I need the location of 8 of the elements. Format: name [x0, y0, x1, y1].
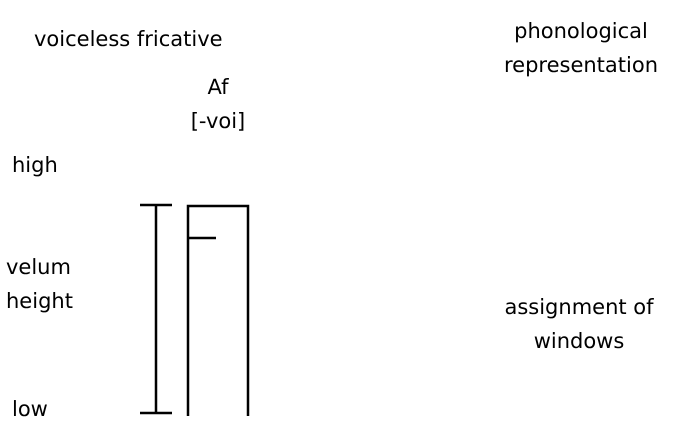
label-text: assignment of windows — [503, 294, 655, 355]
label-text: high — [12, 152, 59, 179]
label-text: low — [12, 396, 49, 423]
label-text: phonological representation — [502, 18, 659, 79]
node-heading: [-voi] — [190, 108, 246, 135]
node-heading: Af — [206, 74, 230, 101]
diagram-title: voiceless fricative — [34, 26, 223, 53]
label-text: velum height — [6, 254, 74, 315]
